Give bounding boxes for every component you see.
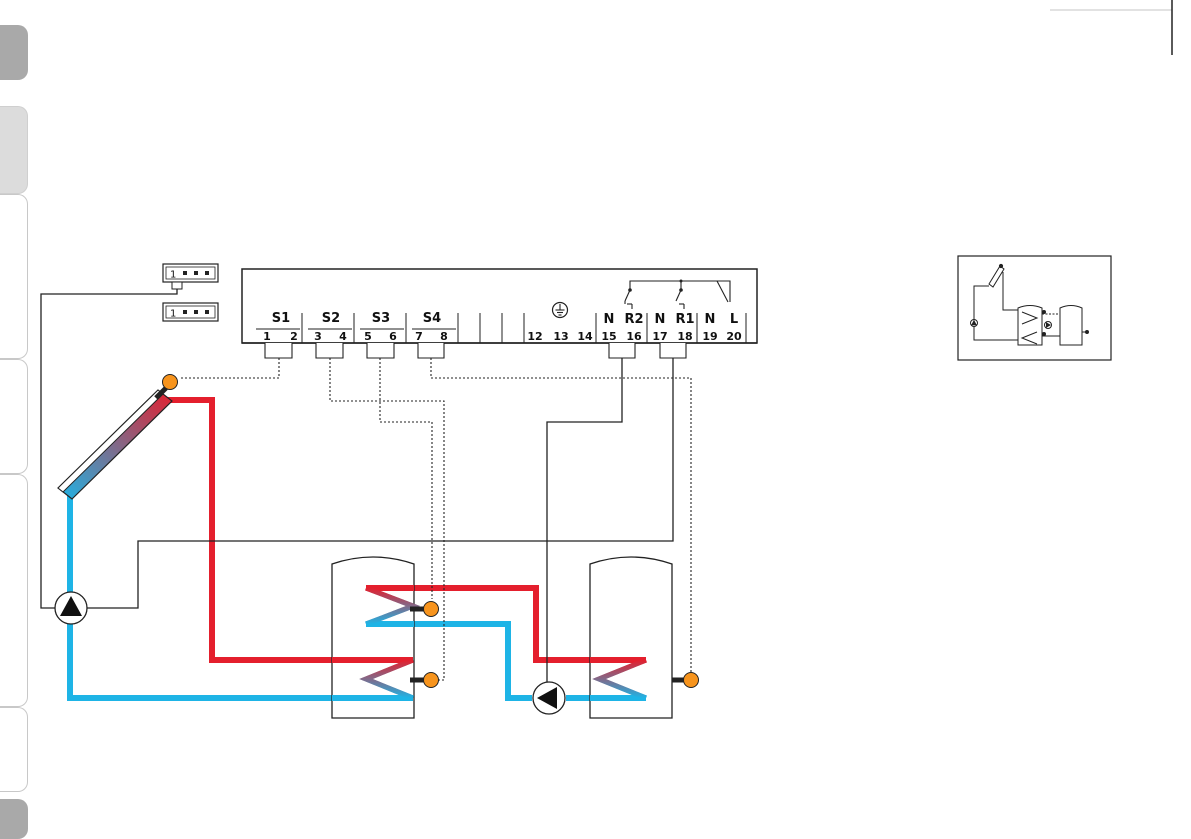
tank-icon [332, 557, 672, 718]
ground-icon [553, 303, 568, 318]
terminal-7: 7 [415, 330, 423, 343]
system-overview-thumbnail [958, 256, 1111, 360]
relay-r1-label: R1 [675, 312, 694, 327]
relay-r2-neutral-label: N [604, 312, 615, 327]
connector-bottom-label: 1 [170, 309, 176, 320]
relay-r2-label: R2 [624, 312, 643, 327]
terminal-8: 8 [440, 330, 448, 343]
controller-terminal-block: S1 S2 S3 S4 1 2 3 4 5 6 7 8 12 13 14 [242, 269, 757, 343]
top-rule [1050, 0, 1172, 55]
collector-icon [58, 388, 172, 499]
mains-neutral-label: N [705, 312, 716, 327]
relay-r1-neutral-label: N [655, 312, 666, 327]
sensor-s4-label: S4 [423, 311, 441, 326]
terminal-2: 2 [290, 330, 298, 343]
mains-live-label: L [730, 312, 738, 327]
sensor-tank1-bottom [424, 673, 439, 688]
sensor-collector [163, 375, 178, 390]
terminal-17: 17 [652, 330, 667, 343]
terminal-12: 12 [527, 330, 542, 343]
terminal-18: 18 [677, 330, 692, 343]
terminal-6: 6 [389, 330, 397, 343]
sensor-s3-label: S3 [372, 311, 390, 326]
connector-top-label: 1 [170, 270, 176, 281]
terminal-19: 19 [702, 330, 717, 343]
terminal-brackets [265, 343, 686, 358]
sensor-tank1-top [424, 602, 439, 617]
sensor-wires [180, 358, 691, 680]
terminal-13: 13 [553, 330, 568, 343]
terminal-16: 16 [626, 330, 642, 343]
terminal-20: 20 [726, 330, 742, 343]
sensor-s2-label: S2 [322, 311, 340, 326]
sensor-s1-label: S1 [272, 311, 290, 326]
terminal-5: 5 [364, 330, 372, 343]
connector-top: 1 [163, 264, 218, 289]
terminal-3: 3 [314, 330, 322, 343]
sensor-tank2 [684, 673, 699, 688]
terminal-15: 15 [601, 330, 616, 343]
connector-bottom: 1 [163, 303, 218, 321]
control-wires [41, 289, 673, 683]
terminal-4: 4 [339, 330, 347, 343]
terminal-14: 14 [577, 330, 593, 343]
cold-pipes [70, 495, 646, 698]
terminal-1: 1 [263, 330, 271, 343]
